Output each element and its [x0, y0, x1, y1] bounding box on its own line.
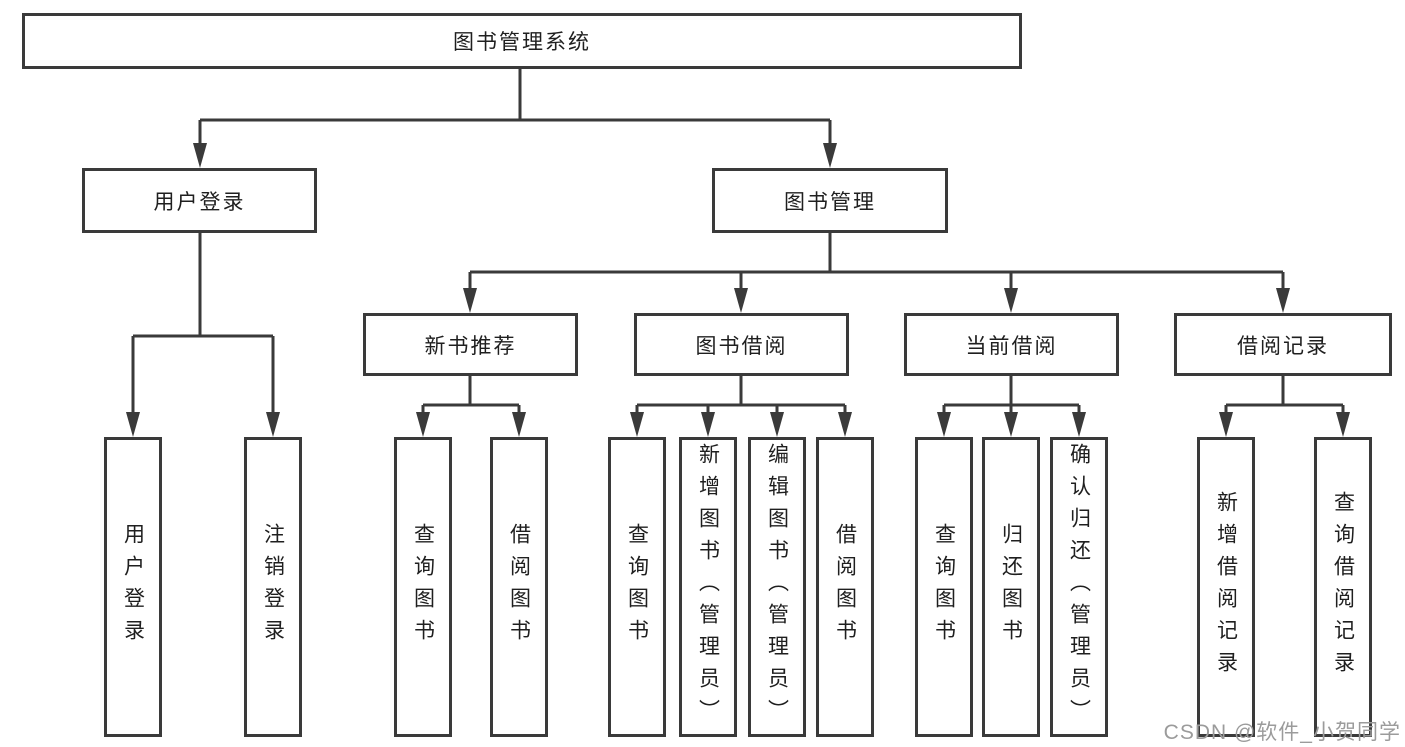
- leaf-borrow-books-recommend: 借阅图书: [490, 437, 548, 737]
- leaf-query-books-current: 查询图书: [915, 437, 973, 737]
- connector-newbook-branch: [421, 376, 521, 419]
- leaf-borrow-books-recommend-label: 借阅图书: [507, 523, 531, 651]
- leaf-add-borrow-record-label: 新增借阅记录: [1214, 491, 1238, 683]
- node-book-management-label: 图书管理: [784, 190, 876, 214]
- leaf-query-borrow-record: 查询借阅记录: [1314, 437, 1372, 737]
- node-library-management-system-label: 图书管理系统: [453, 31, 591, 54]
- leaf-borrow-books: 借阅图书: [816, 437, 874, 737]
- node-borrowing-records: 借阅记录: [1174, 313, 1392, 376]
- node-book-borrowing: 图书借阅: [634, 313, 849, 376]
- connector-borrowrecord-branch: [1224, 376, 1345, 419]
- node-current-borrowing: 当前借阅: [904, 313, 1119, 376]
- watermark-text: CSDN @软件_小贺同学: [1163, 721, 1401, 744]
- leaf-add-books-admin: 新增图书（管理员）: [679, 437, 737, 737]
- leaf-user-login-label: 用户登录: [121, 523, 145, 651]
- node-new-book-recommend-label: 新书推荐: [424, 334, 517, 358]
- leaf-query-borrow-record-label: 查询借阅记录: [1331, 491, 1355, 683]
- connector-root-to-level2: [198, 69, 832, 149]
- leaf-borrow-books-label: 借阅图书: [833, 523, 857, 651]
- node-book-borrowing-label: 图书借阅: [695, 334, 788, 358]
- leaf-confirm-return-admin: 确认归还（管理员）: [1050, 437, 1108, 737]
- leaf-user-login: 用户登录: [104, 437, 162, 737]
- leaf-edit-books-admin: 编辑图书（管理员）: [748, 437, 806, 737]
- leaf-logout: 注销登录: [244, 437, 302, 737]
- arrowheads: [126, 143, 1350, 437]
- node-library-management-system: 图书管理系统: [22, 13, 1022, 69]
- leaf-return-books: 归还图书: [982, 437, 1040, 737]
- leaf-query-books-borrow-label: 查询图书: [625, 523, 649, 651]
- connector-bookborrow-branch: [635, 376, 847, 419]
- node-borrowing-records-label: 借阅记录: [1237, 334, 1329, 358]
- leaf-add-borrow-record: 新增借阅记录: [1197, 437, 1255, 737]
- leaf-logout-label: 注销登录: [261, 523, 285, 651]
- leaf-query-books-current-label: 查询图书: [932, 523, 956, 651]
- leaf-edit-books-admin-label: 编辑图书（管理员）: [765, 443, 789, 731]
- connector-userlogin-branch: [131, 233, 275, 419]
- node-new-book-recommend: 新书推荐: [363, 313, 578, 376]
- leaf-confirm-return-admin-label: 确认归还（管理员）: [1067, 443, 1091, 731]
- node-book-management: 图书管理: [712, 168, 948, 233]
- node-user-login: 用户登录: [82, 168, 317, 233]
- leaf-query-books-borrow: 查询图书: [608, 437, 666, 737]
- node-current-borrowing-label: 当前借阅: [965, 334, 1058, 358]
- leaf-query-books-recommend-label: 查询图书: [411, 523, 435, 651]
- node-user-login-label: 用户登录: [153, 190, 246, 214]
- connector-bookmgmt-branch: [468, 233, 1285, 294]
- leaf-add-books-admin-label: 新增图书（管理员）: [696, 443, 720, 731]
- leaf-query-books-recommend: 查询图书: [394, 437, 452, 737]
- leaf-return-books-label: 归还图书: [999, 523, 1023, 651]
